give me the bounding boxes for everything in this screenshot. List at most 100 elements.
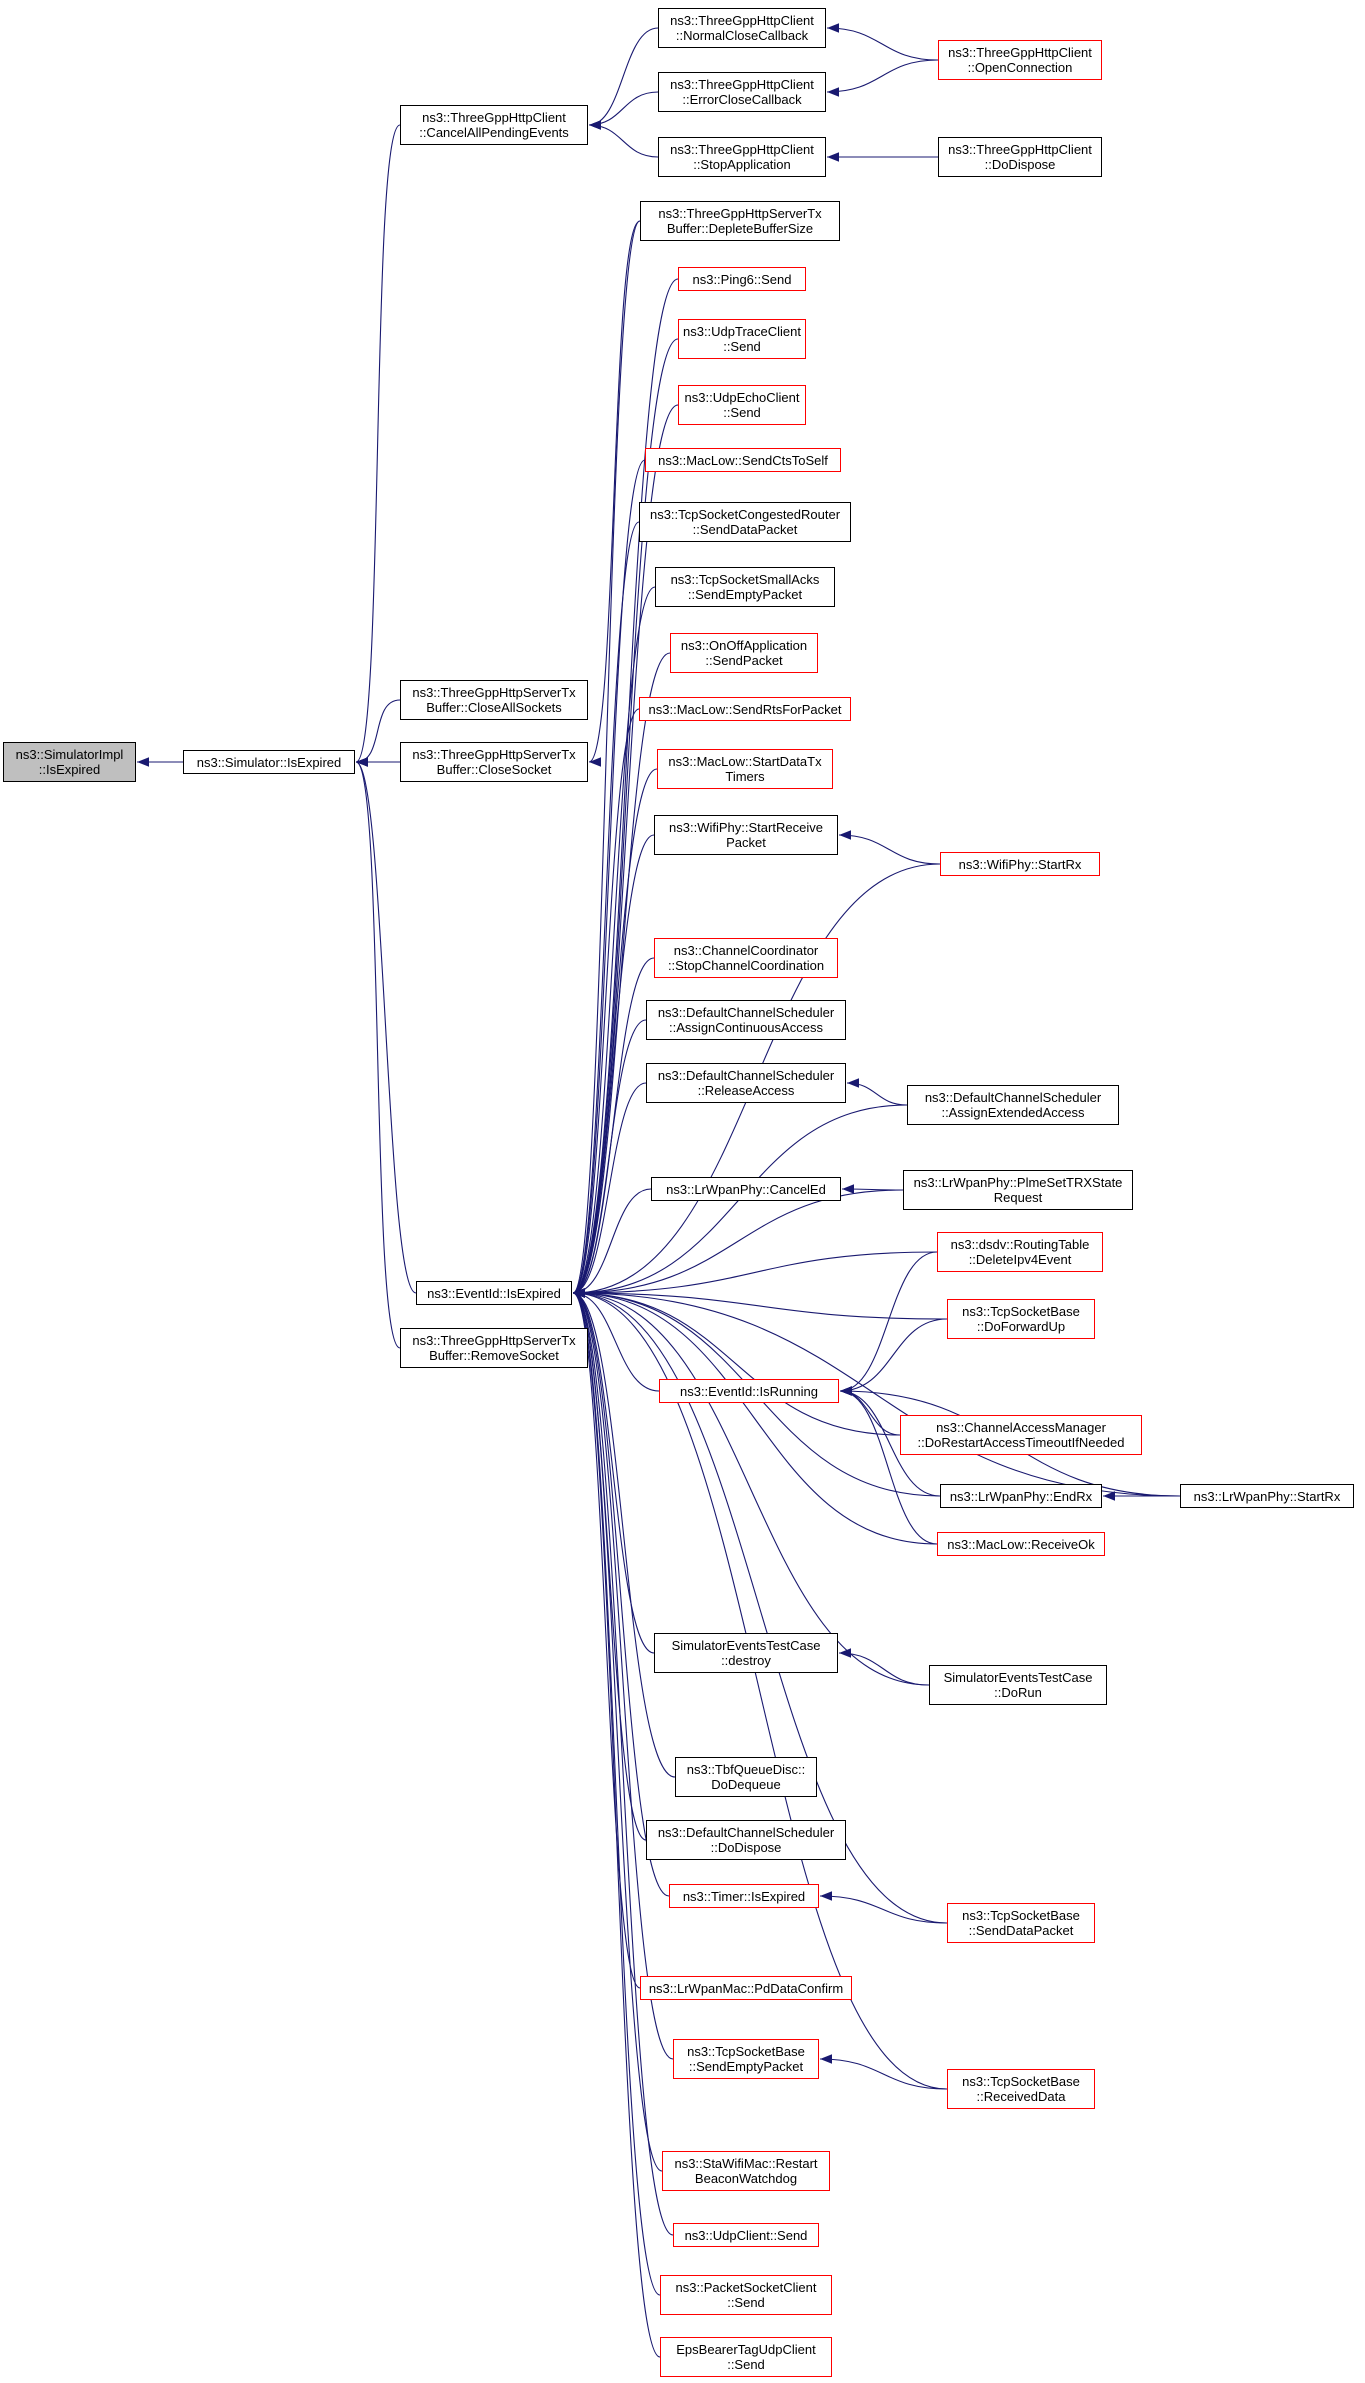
node-epsbearer[interactable]: EpsBearerTagUdpClient::Send (660, 2337, 832, 2377)
node-simdorun[interactable]: SimulatorEventsTestCase::DoRun (929, 1665, 1107, 1705)
node-label-line: ::Send (723, 405, 761, 420)
node-lrstartrx[interactable]: ns3::LrWpanPhy::StartRx (1180, 1484, 1354, 1508)
node-label-line: SimulatorEventsTestCase (671, 1638, 821, 1653)
node-label-line: ns3::ThreeGppHttpServerTx (658, 206, 822, 221)
node-label-line: ::ReleaseAccess (697, 1083, 795, 1098)
node-pktsock[interactable]: ns3::PacketSocketClient::Send (660, 2275, 832, 2315)
node-doforward[interactable]: ns3::TcpSocketBase::DoForwardUp (947, 1299, 1095, 1339)
node-label-line: ns3::MacLow::SendCtsToSelf (658, 452, 828, 468)
edge-pktsock-to-eventexp (572, 1288, 661, 2296)
node-label-line: ns3::Simulator::IsExpired (196, 754, 342, 770)
edge-tcpsmall-to-eventexp (572, 586, 656, 1298)
node-label-line: ns3::ThreeGppHttpServerTx (412, 685, 576, 700)
node-isrunning[interactable]: ns3::EventId::IsRunning (659, 1379, 839, 1403)
node-simdestroy[interactable]: SimulatorEventsTestCase::destroy (654, 1633, 838, 1673)
node-assigncont[interactable]: ns3::DefaultChannelScheduler::AssignCont… (646, 1000, 846, 1040)
node-label-line: ::Send (727, 2357, 765, 2372)
node-tcpcong[interactable]: ns3::TcpSocketCongestedRouter::SendDataP… (639, 502, 851, 542)
node-dorestart[interactable]: ns3::ChannelAccessManager::DoRestartAcce… (900, 1415, 1142, 1455)
edge-dsdvdel-to-eventexp (572, 1251, 938, 1298)
node-label-line: ::IsExpired (38, 762, 101, 777)
node-simimpl: ns3::SimulatorImpl::IsExpired (3, 742, 136, 782)
node-errorclose[interactable]: ns3::ThreeGppHttpClient::ErrorCloseCallb… (658, 72, 826, 112)
edge-tcpsenddata-to-eventexp (572, 1288, 948, 1924)
edge-tbfdequeue-to-eventexp (572, 1288, 676, 1778)
node-label-line: ns3::ThreeGppHttpClient (670, 13, 814, 28)
node-label-line: ::DeleteIpv4Event (968, 1252, 1072, 1267)
node-openconn[interactable]: ns3::ThreeGppHttpClient::OpenConnection (938, 40, 1102, 80)
node-sendrts[interactable]: ns3::MacLow::SendRtsForPacket (639, 697, 851, 721)
node-stopapp[interactable]: ns3::ThreeGppHttpClient::StopApplication (658, 137, 826, 177)
node-label-line: EpsBearerTagUdpClient (676, 2342, 816, 2357)
node-stopchan[interactable]: ns3::ChannelCoordinator::StopChannelCoor… (654, 938, 838, 978)
node-wifistartrx[interactable]: ns3::WifiPhy::StartRx (940, 852, 1100, 876)
node-onoff[interactable]: ns3::OnOffApplication::SendPacket (670, 633, 818, 673)
node-tcprecv[interactable]: ns3::TcpSocketBase::ReceivedData (947, 2069, 1095, 2109)
node-udptrace[interactable]: ns3::UdpTraceClient::Send (678, 319, 806, 359)
node-label-line: ns3::ThreeGppHttpServerTx (412, 747, 576, 762)
edge-tcpsenddata-to-timerexp (819, 1891, 948, 1924)
node-receiveok[interactable]: ns3::MacLow::ReceiveOk (937, 1532, 1105, 1556)
node-label-line: ns3::ThreeGppHttpClient (670, 77, 814, 92)
node-ping6[interactable]: ns3::Ping6::Send (678, 267, 806, 291)
node-label-line: Buffer::DepleteBufferSize (666, 221, 814, 236)
node-dsdvdel[interactable]: ns3::dsdv::RoutingTable::DeleteIpv4Event (937, 1232, 1103, 1272)
node-label-line: ns3::DefaultChannelScheduler (657, 1825, 835, 1840)
node-cancelall[interactable]: ns3::ThreeGppHttpClient::CancelAllPendin… (400, 105, 588, 145)
node-label-line: ::DoForwardUp (976, 1319, 1066, 1334)
edge-pddata-to-eventexp (572, 1288, 641, 1989)
node-label-line: ::ReceivedData (976, 2089, 1066, 2104)
node-simexp[interactable]: ns3::Simulator::IsExpired (183, 750, 355, 774)
node-tcpsenddata[interactable]: ns3::TcpSocketBase::SendDataPacket (947, 1903, 1095, 1943)
node-label-line: ::SendDataPacket (968, 1923, 1074, 1938)
node-udpecho[interactable]: ns3::UdpEchoClient::Send (678, 385, 806, 425)
edge-dsdvdel-to-isrunning (839, 1251, 938, 1396)
node-label-line: ::CancelAllPendingEvents (419, 125, 569, 140)
node-label-line: ::SendDataPacket (692, 522, 798, 537)
node-endrx[interactable]: ns3::LrWpanPhy::EndRx (940, 1484, 1102, 1508)
edge-assigncont-to-eventexp (572, 1019, 647, 1298)
node-label-line: ::DoRun (994, 1685, 1042, 1700)
node-tbfdequeue[interactable]: ns3::TbfQueueDisc::DoDequeue (675, 1757, 817, 1797)
node-label-line: ::DoRestartAccessTimeoutIfNeeded (917, 1435, 1125, 1450)
node-label-line: ::StopChannelCoordination (667, 958, 825, 973)
edge-sendrts-to-eventexp (572, 708, 640, 1298)
edge-removesock-to-simexp (355, 757, 401, 1349)
node-label-line: ::SendPacket (705, 653, 783, 668)
node-label-line: ::Send (727, 2295, 765, 2310)
node-timerexp[interactable]: ns3::Timer::IsExpired (669, 1884, 819, 1908)
node-eventexp[interactable]: ns3::EventId::IsExpired (416, 1281, 572, 1305)
node-label-line: ns3::Timer::IsExpired (682, 1888, 806, 1904)
node-label-line: ns3::StaWifiMac::Restart (674, 2156, 818, 2171)
node-sendcts[interactable]: ns3::MacLow::SendCtsToSelf (645, 448, 841, 472)
node-tcpsendempty[interactable]: ns3::TcpSocketBase::SendEmptyPacket (673, 2039, 819, 2079)
edge-eventexp-to-simexp (355, 757, 417, 1294)
node-label-line: ns3::MacLow::ReceiveOk (947, 1536, 1095, 1552)
node-udpclient[interactable]: ns3::UdpClient::Send (673, 2223, 819, 2247)
edge-openconn-to-normalclose (826, 23, 939, 61)
node-dodispose_http[interactable]: ns3::ThreeGppHttpClient::DoDispose (938, 137, 1102, 177)
edge-dorestart-to-isrunning (839, 1386, 901, 1436)
node-label-line: ::SendEmptyPacket (687, 587, 803, 602)
node-dcsdispose[interactable]: ns3::DefaultChannelScheduler::DoDispose (646, 1820, 846, 1860)
node-label-line: DoDequeue (711, 1777, 781, 1792)
node-label-line: ns3::OnOffApplication (680, 638, 808, 653)
node-label-line: BeaconWatchdog (694, 2171, 798, 2186)
node-pddata[interactable]: ns3::LrWpanMac::PdDataConfirm (640, 1976, 852, 2000)
node-label-line: ns3::ThreeGppHttpServerTx (412, 1333, 576, 1348)
node-releaseacc[interactable]: ns3::DefaultChannelScheduler::ReleaseAcc… (646, 1063, 846, 1103)
node-canceled[interactable]: ns3::LrWpanPhy::CancelEd (651, 1177, 841, 1201)
node-label-line: ns3::TcpSocketSmallAcks (670, 572, 820, 587)
node-assignext[interactable]: ns3::DefaultChannelScheduler::AssignExte… (907, 1085, 1119, 1125)
node-normalclose[interactable]: ns3::ThreeGppHttpClient::NormalCloseCall… (658, 8, 826, 48)
node-tcpsmall[interactable]: ns3::TcpSocketSmallAcks::SendEmptyPacket (655, 567, 835, 607)
